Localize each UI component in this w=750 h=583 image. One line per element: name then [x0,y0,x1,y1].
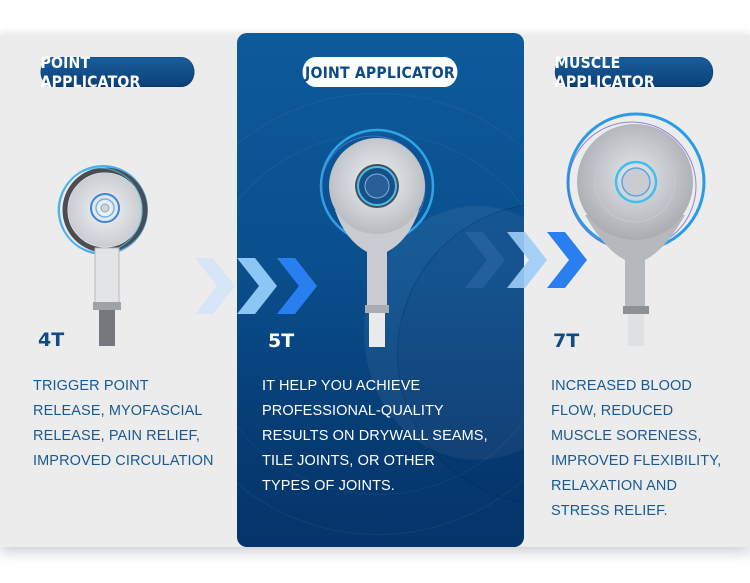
muscle-applicator-image [566,112,706,346]
point-applicator-image [57,165,148,346]
point-applicator-size: 4T [38,329,65,351]
muscle-applicator-description: INCREASED BLOOD FLOW, REDUCED MUSCLE SOR… [551,378,722,519]
double-chevron-right-icon [465,232,587,288]
muscle-applicator-size: 7T [553,330,580,352]
double-chevron-right-icon [195,258,317,314]
muscle-applicator-title: MUSCLE APPLICATOR [554,53,714,91]
joint-applicator-description: IT HELP YOU ACHIEVE PROFESSIONAL-QUALITY… [262,378,488,494]
joint-applicator-size: 5T [268,330,295,352]
joint-applicator-title: JOINT APPLICATOR [302,57,458,87]
joint-applicator-image [319,128,435,347]
point-applicator-description: TRIGGER POINT RELEASE, MYOFASCIAL RELEAS… [33,378,214,469]
point-applicator-title: POINT APPLICATOR [40,53,195,91]
